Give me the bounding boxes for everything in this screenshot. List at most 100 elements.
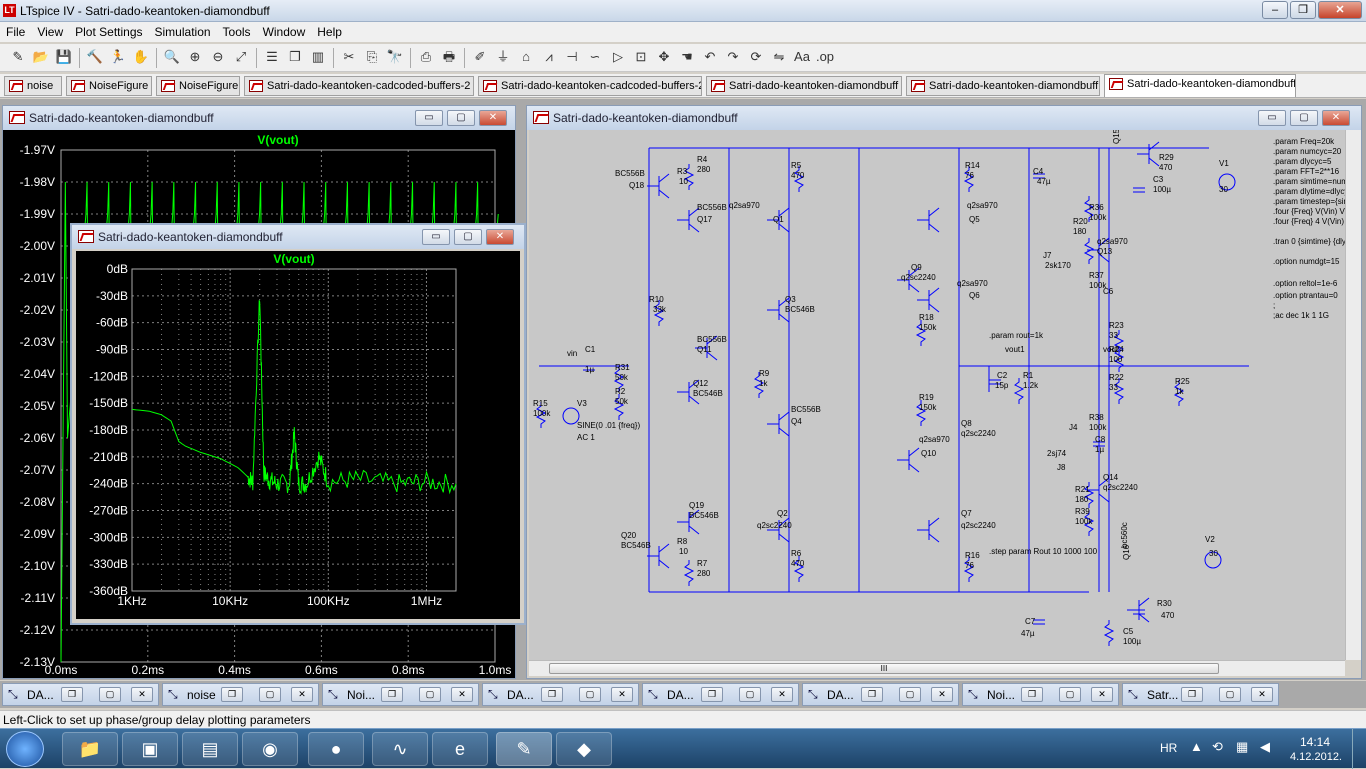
volume-icon[interactable]: ◀	[1260, 739, 1270, 754]
restore-button[interactable]: ❐	[381, 687, 403, 702]
capacitor-icon[interactable]: ⊣	[566, 49, 578, 64]
new-schematic-icon[interactable]: ✎	[12, 49, 24, 64]
schematic-label[interactable]: R1	[1023, 371, 1034, 380]
schematic-label[interactable]: Q1	[773, 215, 784, 224]
camera-app-icon[interactable]: ◉	[242, 732, 298, 766]
close-button[interactable]: ✕	[1322, 110, 1350, 126]
mirror-icon[interactable]: ⇋	[773, 49, 785, 64]
schematic-label[interactable]: Q11	[697, 345, 712, 354]
cascade-icon[interactable]: ❐	[289, 49, 301, 64]
document-tab[interactable]: Satri-dado-keantoken-cadcoded-buffers-2	[478, 76, 702, 96]
schematic-label[interactable]: R29	[1159, 153, 1174, 162]
schematic-label[interactable]: 50k	[615, 373, 629, 382]
move-icon[interactable]: ✥	[658, 49, 670, 64]
schematic-label[interactable]: 180	[1073, 227, 1087, 236]
close-button[interactable]: ✕	[1091, 687, 1113, 702]
schematic-label[interactable]: R15	[533, 399, 548, 408]
schematic-label[interactable]: R4	[697, 155, 708, 164]
schematic-label[interactable]: 2sk170	[1045, 261, 1071, 270]
schematic-label[interactable]: 150k	[919, 403, 937, 412]
schematic-label[interactable]: R37	[1089, 271, 1104, 280]
run-icon[interactable]: 🏃	[109, 49, 127, 64]
restore-button[interactable]: ❐	[221, 687, 243, 702]
oscilloscope-app-icon[interactable]: ∿	[372, 732, 428, 766]
schematic-label[interactable]: .four {Freq} 4 V(Vin) V(	[1273, 217, 1345, 226]
close-button[interactable]: ✕	[131, 687, 153, 702]
schematic-label[interactable]: .tran 0 {simtime} {dlyti	[1273, 237, 1345, 246]
minimize-button[interactable]: ▭	[1258, 110, 1286, 126]
schematic-label[interactable]: Q16	[1122, 544, 1131, 560]
schematic-label[interactable]: 100k	[1089, 213, 1107, 222]
text-icon[interactable]: Aa	[794, 49, 810, 64]
schematic-label[interactable]: BC556B	[791, 405, 821, 414]
schematic-label[interactable]: BC546B	[785, 305, 815, 314]
schematic-label[interactable]: R19	[919, 393, 934, 402]
schematic-label[interactable]: C3	[1153, 175, 1164, 184]
network-app-icon[interactable]: ▤	[182, 732, 238, 766]
schematic-label[interactable]: Q15	[1112, 130, 1121, 144]
component-icon[interactable]: ⊡	[635, 49, 647, 64]
restore-button[interactable]: ❐	[1290, 1, 1316, 19]
ltspice-taskbar-icon[interactable]: ✎	[496, 732, 552, 766]
rotate-icon[interactable]: ⟳	[750, 49, 762, 64]
schematic-label[interactable]: 1µ	[1095, 445, 1104, 454]
schematic-canvas[interactable]: BC556BQ18R310R4280BC556BQ17R5470q2sa970Q…	[529, 130, 1345, 660]
schematic-label[interactable]: R5	[791, 161, 802, 170]
schematic-label[interactable]: .option reltol=1e-6	[1273, 279, 1338, 288]
maximize-button[interactable]: ▢	[1219, 687, 1241, 702]
schematic-label[interactable]: .param dlycyc=5	[1273, 157, 1332, 166]
restore-button[interactable]: ❐	[1181, 687, 1203, 702]
schematic-label[interactable]: J7	[1043, 251, 1052, 260]
menu-view[interactable]: View	[37, 25, 64, 39]
schematic-label[interactable]: R2	[615, 387, 626, 396]
minimize-button[interactable]: ▭	[415, 110, 443, 126]
minimized-window[interactable]: ⤡DA...❐▢✕	[642, 683, 799, 706]
schematic-label[interactable]: ;ac dec 1k 1 1G	[1273, 311, 1329, 320]
schematic-label[interactable]: Q12	[693, 379, 709, 388]
minimized-window[interactable]: ⤡DA...❐▢✕	[2, 683, 159, 706]
print-icon[interactable]: ⎙	[420, 49, 432, 64]
schematic-label[interactable]: Q3	[785, 295, 796, 304]
schematic-label[interactable]: R16	[965, 551, 980, 560]
schematic-label[interactable]: R3	[677, 167, 688, 176]
schematic-label[interactable]: vout1	[1005, 345, 1025, 354]
schematic-label[interactable]: 1.2k	[1023, 381, 1039, 390]
inductor-icon[interactable]: ∽	[589, 49, 601, 64]
schematic-label[interactable]: V2	[1205, 535, 1215, 544]
schematic-label[interactable]: 1k	[1175, 387, 1184, 396]
maximize-button[interactable]: ▢	[99, 687, 121, 702]
schematic-label[interactable]: Q14	[1103, 473, 1119, 482]
schematic-label[interactable]: Q13	[1097, 247, 1113, 256]
schematic-label[interactable]: 10	[679, 547, 688, 556]
maximize-button[interactable]: ▢	[259, 687, 281, 702]
schematic-label[interactable]: R14	[965, 161, 980, 170]
close-button[interactable]: ✕	[1251, 687, 1273, 702]
schematic-label[interactable]: 100µ	[1123, 637, 1141, 646]
schematic-label[interactable]: Q2	[777, 509, 788, 518]
schematic-label[interactable]: 470	[791, 559, 805, 568]
fft-plot-canvas[interactable]: V(vout)0dB-30dB-60dB-90dB-120dB-150dB-18…	[76, 251, 520, 619]
schematic-label[interactable]: C6	[1103, 287, 1114, 296]
schematic-label[interactable]: Q19	[689, 501, 705, 510]
save-icon[interactable]: 💾	[55, 49, 73, 64]
schematic-label[interactable]: 470	[1159, 163, 1173, 172]
document-tab[interactable]: NoiseFigure	[66, 76, 152, 96]
schematic-label[interactable]: Q8	[961, 419, 972, 428]
schematic-label[interactable]: C7	[1025, 617, 1036, 626]
network-icon[interactable]: ▦	[1236, 739, 1249, 754]
minimized-window[interactable]: ⤡DA...❐▢✕	[482, 683, 639, 706]
schematic-label[interactable]: 470	[1161, 611, 1175, 620]
schematic-label[interactable]: 100k	[1075, 517, 1093, 526]
menu-window[interactable]: Window	[262, 25, 306, 39]
maximize-button[interactable]: ▢	[447, 110, 475, 126]
maximize-button[interactable]: ▢	[1059, 687, 1081, 702]
schematic-label[interactable]: q2sa970	[957, 279, 988, 288]
schematic-label[interactable]: 30	[1219, 185, 1228, 194]
schematic-label[interactable]: R6	[791, 549, 802, 558]
diode-icon[interactable]: ▷	[613, 49, 623, 64]
schematic-label[interactable]: 100	[1109, 355, 1123, 364]
schematic-label[interactable]: Q9	[911, 263, 922, 272]
trace-label[interactable]: V(vout)	[273, 252, 314, 266]
maximize-button[interactable]: ▢	[454, 229, 482, 245]
maximize-button[interactable]: ▢	[579, 687, 601, 702]
